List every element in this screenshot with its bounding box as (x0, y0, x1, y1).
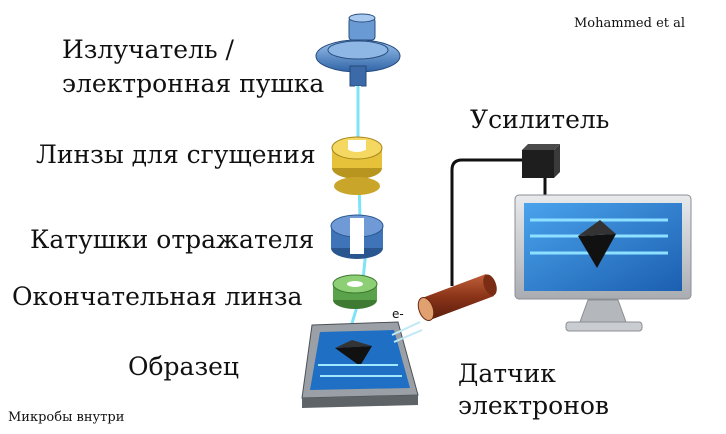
electron-detector (417, 274, 497, 322)
label-detector-line1: Датчик (458, 359, 556, 388)
label-emitter-line1: Излучатель / (62, 35, 235, 64)
label-amplifier: Усилитель (470, 105, 609, 134)
objective-lens (332, 274, 378, 309)
signal-cable (450, 158, 547, 286)
condenser-lens (331, 136, 383, 195)
specimen-stage (301, 321, 423, 408)
credit-text: Mohammed et al (574, 16, 685, 31)
label-objective: Окончательная линза (12, 282, 303, 311)
label-deflector: Катушки отражателя (30, 225, 314, 254)
label-specimen: Образец (128, 352, 239, 381)
label-emitter-line2: электронная пушка (62, 69, 324, 98)
electron-gun (315, 13, 401, 87)
deflector-coils (330, 214, 384, 259)
label-detector-line2: электронов (458, 391, 609, 420)
monitor (514, 194, 692, 332)
amplifier-box (522, 144, 560, 178)
electron-symbol: e- (392, 307, 404, 321)
label-condenser: Линзы для сгущения (36, 140, 316, 169)
caption-text: Микробы внутри (8, 410, 124, 425)
